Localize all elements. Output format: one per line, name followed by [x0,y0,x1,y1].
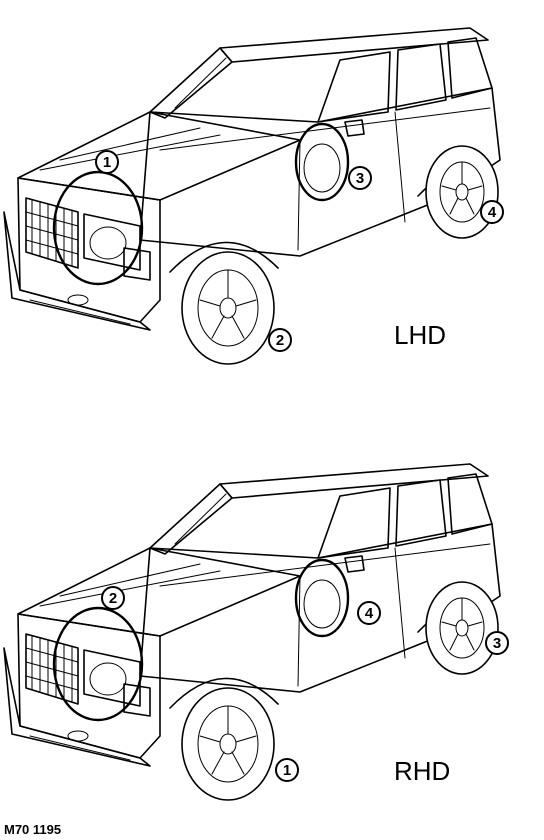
highlight-circle-fuel-filler-rhd [294,558,350,638]
highlight-circle-headlamp [52,170,144,286]
highlight-circle-fuel-filler [294,122,350,202]
callout-number: 2 [109,590,117,607]
callout-circle [357,601,381,625]
rear-wheel-lhd [425,145,499,239]
callout-number: 4 [488,204,497,221]
callout-number: 3 [356,170,364,187]
rear-wheel-rhd [425,581,499,675]
reference-code: M70 1195 [4,822,61,837]
callout-number: 4 [365,605,374,622]
callout-circle [275,758,299,782]
callout-circle [480,200,504,224]
callout-number: 1 [283,762,291,779]
callout-circle [101,586,125,610]
callout-number: 1 [103,154,111,171]
callout-circle [485,631,509,655]
callout-number: 3 [493,635,501,652]
callout-circle [268,328,292,352]
drive-label-top: LHD [394,320,446,350]
vehicle-drawing-rhd [3,463,501,801]
callout-circle [348,166,372,190]
front-wheel-lhd [181,251,275,365]
callout-number: 2 [276,332,284,349]
drive-label-bottom: RHD [394,756,450,786]
front-wheel-rhd [181,687,275,801]
vehicle-drawing-lhd [3,27,501,365]
highlight-circle-headlamp-rhd [52,606,144,722]
callout-circle [95,150,119,174]
